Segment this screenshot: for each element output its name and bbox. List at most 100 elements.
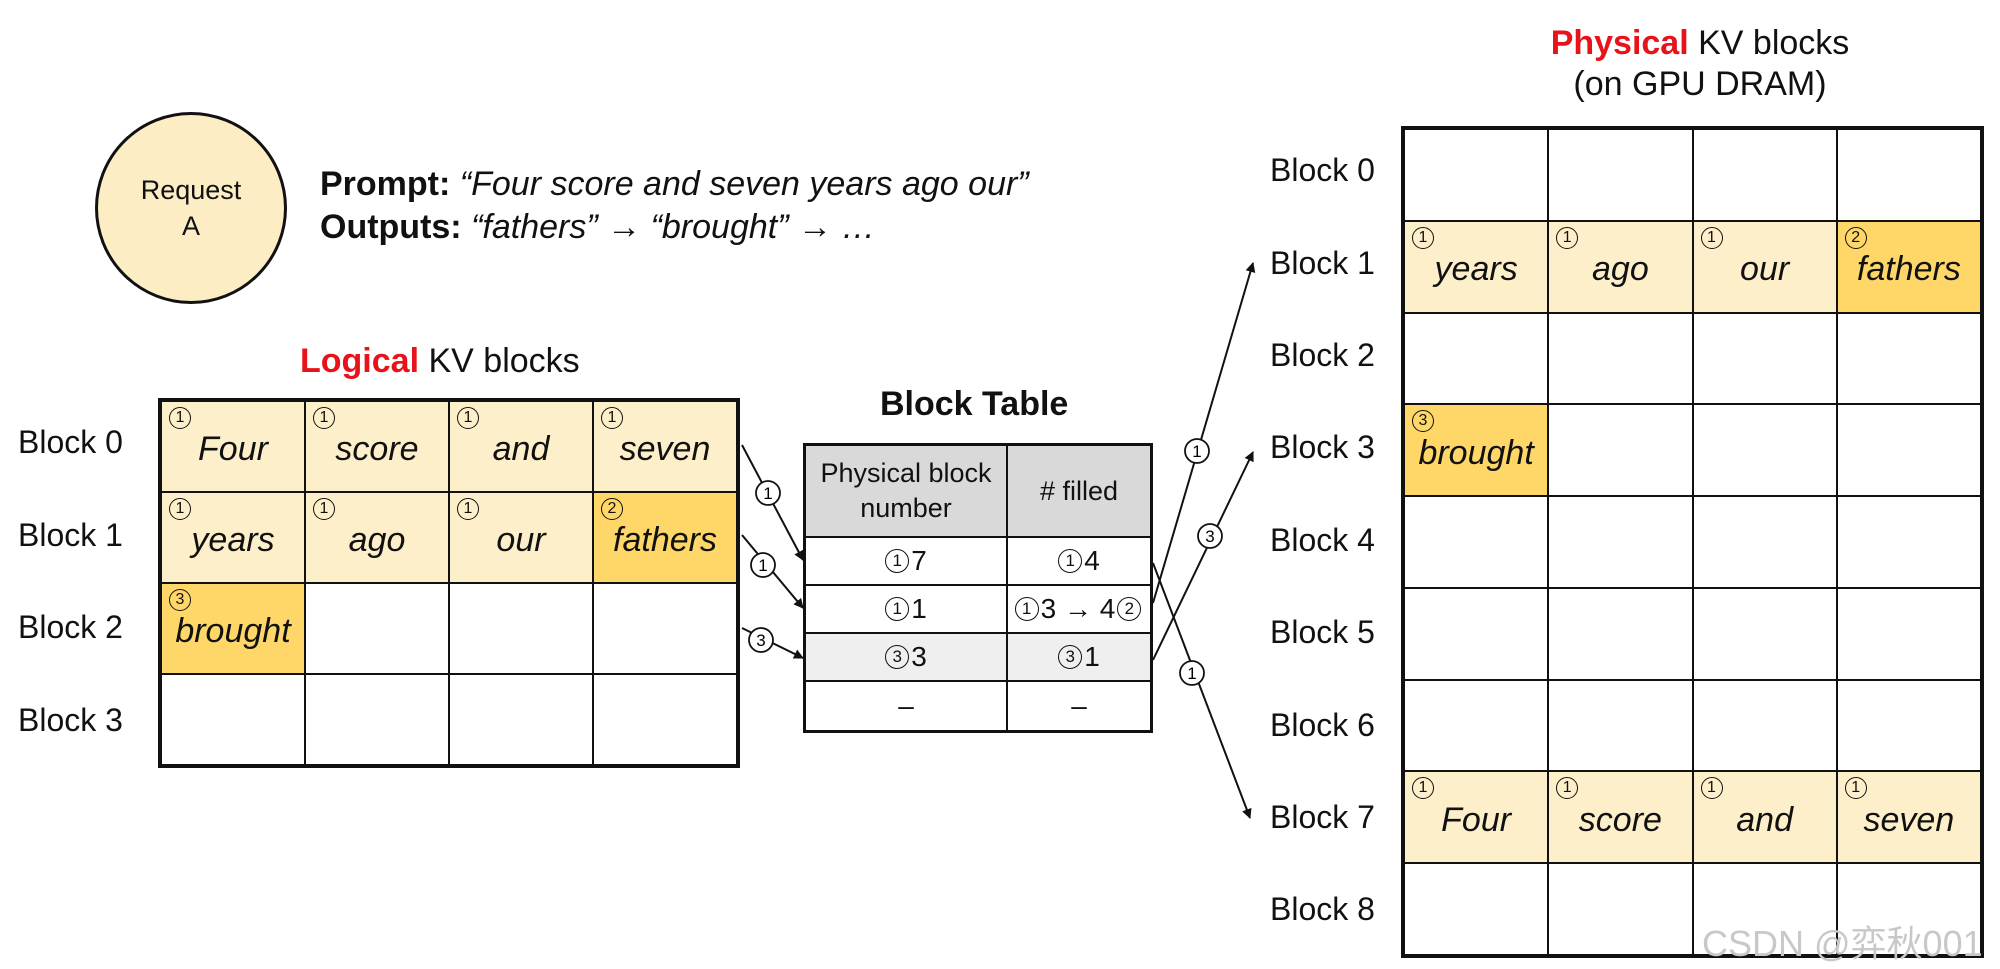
step-badge-icon: 3 [169,589,191,611]
logical-cell [593,674,737,765]
arrow-step-badge-icon [1184,438,1210,464]
token-word: ago [1592,250,1649,289]
physical-cell [1692,312,1837,405]
step-badge-icon: 1 [169,407,191,429]
outputs-text: “fathers” → “brought” → … [471,208,876,246]
token-word: our [496,521,546,559]
row-label: Block 8 [1270,891,1375,928]
row-label: Block 7 [1270,799,1375,835]
step-badge-icon: 3 [1412,410,1434,433]
physical-cell [1548,587,1693,680]
token-word: and [492,430,550,468]
physical-cell [1548,312,1693,405]
logical-cell [449,583,593,674]
mapping-arrow [1152,451,1254,661]
logical-title-rest: KV blocks [419,342,580,380]
row-label: Block 2 [1270,337,1375,373]
step-badge-icon: 1 [457,407,479,429]
physical-cell [1692,679,1837,772]
cell-value: – [1071,690,1087,721]
step-badge-icon: 1 [1412,226,1434,249]
token-word: fathers [613,521,717,559]
arrow-step-badge-icon [755,480,781,506]
arrow-step-number: 3 [756,631,765,650]
physical-cell [1548,496,1693,588]
physical-cell [1692,863,1837,955]
logical-cell [305,583,449,674]
step-badge-icon: 1 [313,498,335,520]
step-badge-icon: 1 [1058,549,1083,573]
physical-cell [1836,312,1981,405]
token-word: ago [348,521,406,559]
step-badge-icon: 2 [1117,597,1142,621]
step-badge-icon: 2 [601,498,623,520]
physical-title-rest: KV blocks [1688,24,1850,62]
physical-block-number-cell: – [806,682,1008,730]
logical-cell [161,674,305,765]
physical-cell [1404,312,1549,405]
cell-value: – [898,690,914,721]
token-word: years [1434,250,1518,289]
cell-value: 1 [1084,641,1100,672]
mapping-arrow [1152,562,1252,819]
step-badge-icon: 1 [169,498,191,520]
step-badge-icon: 1 [1556,226,1579,249]
logical-cell [305,674,449,765]
cell-value: 3 → 4 [1040,593,1116,624]
arrow-step-badge-icon [748,627,774,653]
step-badge-icon: 1 [1556,777,1579,800]
token-word: brought [1418,433,1534,472]
step-badge-icon: 1 [1412,777,1434,800]
physical-cell [1404,679,1549,772]
outputs-label: Outputs: [320,208,462,246]
row-label: Block 4 [1270,521,1375,558]
row-label: Block 0 [18,424,123,461]
physical-title: Physical KV blocks (on GPU DRAM) [1540,24,1860,104]
row-label: Block 0 [1270,152,1375,189]
physical-cell [1404,496,1549,588]
physical-cell [1692,587,1837,680]
token-word: score [335,430,419,468]
row-label: Block 3 [1270,429,1375,466]
token-word: our [1740,250,1790,289]
block-table-title: Block Table [880,385,1069,423]
outputs-line: Outputs: “fathers” → “brought” → … [320,208,875,247]
logical-cell [593,583,737,674]
step-badge-icon: 1 [457,498,479,520]
request-label-line2: A [181,211,200,241]
token-word: and [1736,800,1793,839]
physical-cell [1836,404,1981,497]
step-badge-icon: 3 [885,645,910,669]
request-circle: Request A [95,112,287,304]
physical-cell [1836,863,1981,955]
physical-cell [1548,863,1693,955]
watermark: CSDN @弈秋001 [1702,923,1983,964]
step-badge-icon: 1 [601,407,623,429]
row-label: Block 3 [18,701,123,738]
physical-cell [1692,496,1837,588]
logical-title-highlight: Logical [300,342,420,380]
step-badge-icon: 1 [1700,226,1723,249]
physical-cell [1836,587,1981,680]
logical-cell: 1 and [449,401,593,492]
row-label: Block 2 [18,609,123,646]
physical-subtitle: (on GPU DRAM) [1573,65,1827,103]
token-word: years [191,521,275,559]
logical-cell: 1 ago [305,492,449,583]
row-label: Block 5 [1270,614,1375,651]
